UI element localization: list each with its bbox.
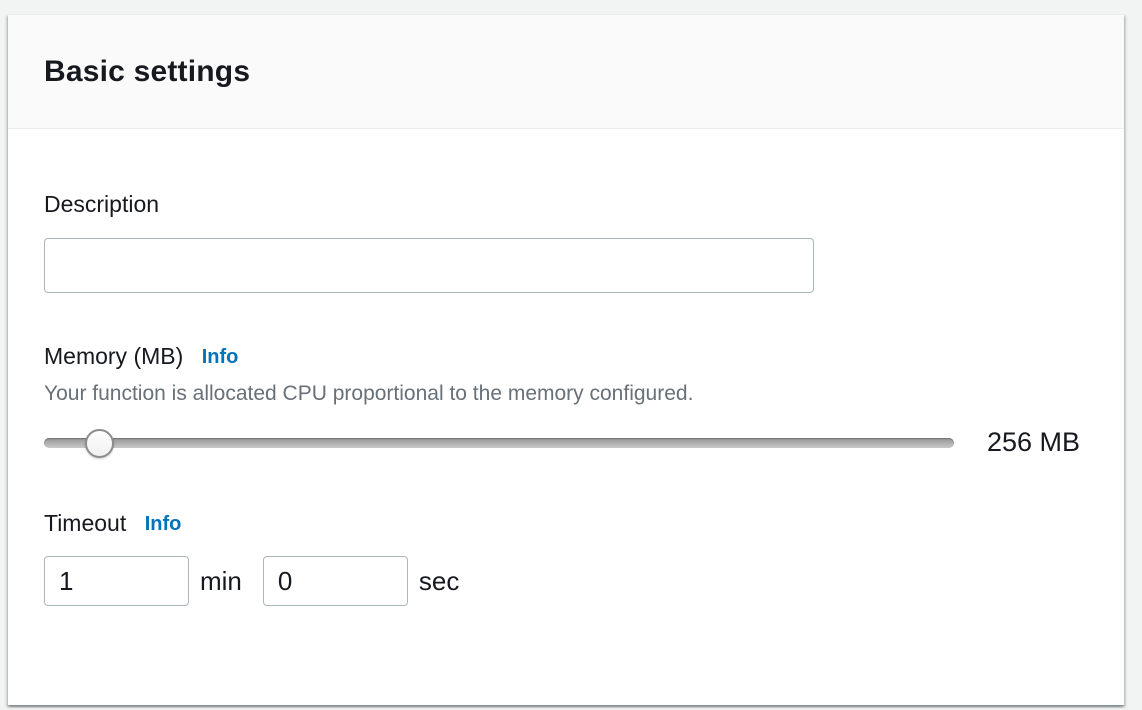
memory-field-group: Memory (MB) Info Your function is alloca… bbox=[44, 343, 1088, 458]
description-field-group: Description bbox=[44, 191, 1088, 293]
description-label: Description bbox=[44, 191, 160, 217]
panel-title: Basic settings bbox=[44, 54, 251, 88]
timeout-seconds-input[interactable] bbox=[262, 556, 408, 606]
timeout-info-link[interactable]: Info bbox=[144, 513, 182, 535]
timeout-field-group: Timeout Info min sec bbox=[44, 510, 1088, 606]
memory-label: Memory (MB) bbox=[44, 343, 184, 369]
description-input[interactable] bbox=[44, 238, 814, 293]
timeout-minutes-input[interactable] bbox=[44, 556, 189, 606]
memory-value: 256 MB bbox=[987, 427, 1081, 457]
memory-slider-track[interactable] bbox=[44, 437, 954, 448]
memory-helper-text: Your function is allocated CPU proportio… bbox=[44, 382, 694, 405]
memory-slider-row: 256 MB bbox=[44, 427, 1088, 458]
memory-slider[interactable] bbox=[44, 428, 954, 458]
timeout-minutes-unit: min bbox=[200, 565, 242, 596]
memory-slider-handle[interactable] bbox=[84, 428, 114, 458]
memory-info-link[interactable]: Info bbox=[201, 346, 239, 368]
timeout-label-row: Timeout Info bbox=[44, 510, 1088, 537]
panel-body: Description Memory (MB) Info Your functi… bbox=[8, 129, 1124, 606]
timeout-inputs-row: min sec bbox=[44, 556, 1088, 606]
timeout-seconds-unit: sec bbox=[418, 565, 460, 596]
memory-label-row: Memory (MB) Info bbox=[44, 343, 1088, 370]
timeout-label: Timeout bbox=[44, 510, 127, 536]
panel-header: Basic settings bbox=[8, 15, 1124, 129]
basic-settings-panel: Basic settings Description Memory (MB) I… bbox=[8, 14, 1124, 705]
